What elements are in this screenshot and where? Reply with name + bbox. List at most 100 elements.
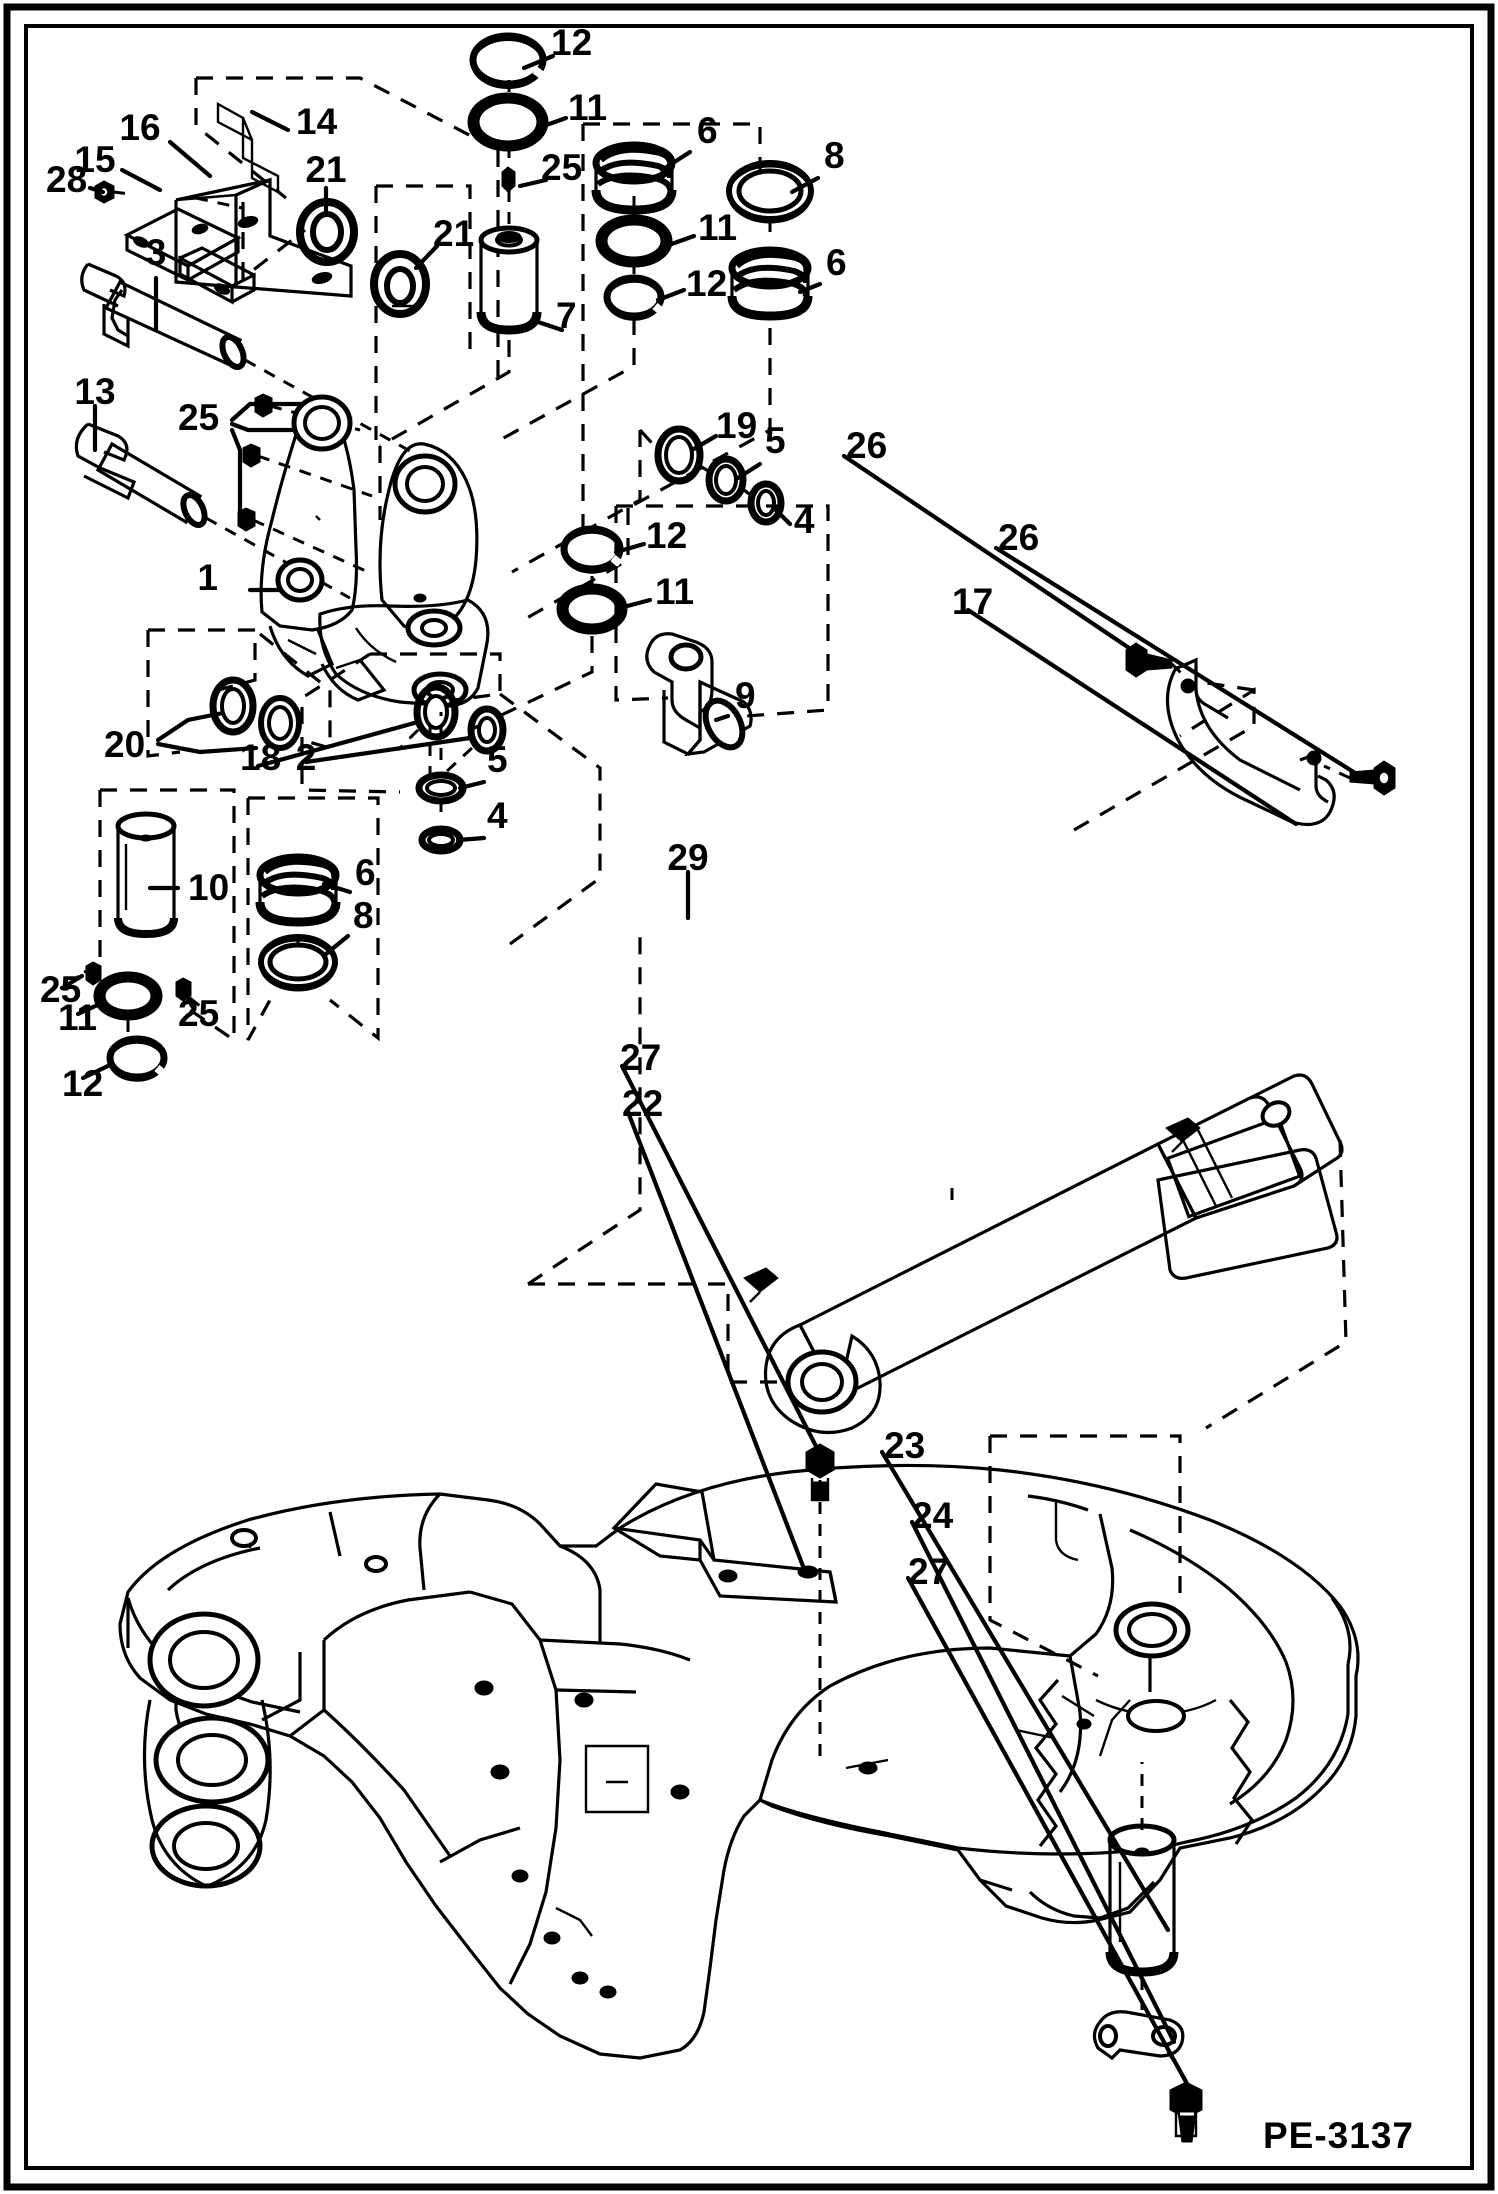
part-16-mount-bracket bbox=[174, 177, 353, 298]
callout-26a: 26 bbox=[846, 425, 887, 466]
callout-labels: 1 2 3 4 4 5 5 6 6 6 7 8 8 9 10 11 11 11 … bbox=[40, 22, 1039, 1592]
part-25-grease-fitting-top bbox=[501, 166, 516, 193]
part-4-washer-b bbox=[418, 825, 464, 855]
part-5-washer-b bbox=[415, 771, 467, 805]
part-17-guard-loop bbox=[1073, 642, 1396, 832]
callout-21a: 21 bbox=[305, 149, 346, 190]
callout-6b: 6 bbox=[826, 242, 847, 283]
part-18-washer bbox=[413, 683, 459, 741]
callout-5a: 5 bbox=[765, 420, 786, 461]
part-6-coil-bushing-a bbox=[591, 141, 677, 215]
callout-12b: 12 bbox=[686, 263, 727, 304]
part-19-washer bbox=[654, 425, 704, 485]
callout-8a: 8 bbox=[824, 135, 845, 176]
cylinder-body bbox=[743, 1073, 1344, 1435]
callout-8b: 8 bbox=[353, 895, 374, 936]
part-21-dust-seal-a bbox=[241, 188, 358, 282]
part-21-dust-seal-b bbox=[370, 184, 472, 440]
callout-24: 24 bbox=[912, 1495, 954, 1536]
callout-10: 10 bbox=[188, 867, 229, 908]
callout-23: 23 bbox=[884, 1425, 925, 1466]
callout-6c: 6 bbox=[355, 852, 376, 893]
callout-11a: 11 bbox=[568, 87, 607, 128]
part-26-bolt-b bbox=[1349, 760, 1396, 796]
part-25-fitting-3 bbox=[237, 507, 256, 532]
callout-9: 9 bbox=[735, 675, 756, 716]
part-25-fitting-2 bbox=[242, 443, 261, 468]
hose-clamp-bracket-group bbox=[94, 76, 500, 382]
callout-7: 7 bbox=[556, 295, 577, 336]
callout-1: 1 bbox=[197, 557, 218, 598]
callout-11b: 11 bbox=[698, 207, 737, 248]
thrust-washers-group bbox=[146, 628, 602, 946]
part-20-washer-a bbox=[209, 676, 257, 736]
part-2-washer bbox=[467, 705, 507, 755]
part-22-cover-plate bbox=[611, 1434, 1182, 1760]
part-11-o-ring-d bbox=[93, 971, 163, 1021]
callout-22: 22 bbox=[622, 1083, 663, 1124]
part-11-o-ring-c bbox=[556, 583, 628, 635]
callout-29: 29 bbox=[667, 837, 708, 878]
washer-stack-19-5-4 bbox=[511, 425, 785, 574]
part-20-washer-b bbox=[258, 695, 302, 751]
part-12-retaining-ring-d bbox=[106, 1035, 168, 1082]
part-25-fitting-lower-a bbox=[85, 961, 102, 986]
callout-12a: 12 bbox=[551, 22, 592, 63]
part-5-washer-a bbox=[705, 455, 747, 505]
callout-28: 28 bbox=[46, 159, 87, 200]
lower-pin-stack bbox=[66, 788, 380, 1082]
part-11-o-ring-b bbox=[595, 214, 673, 268]
part-24-pin-retainer bbox=[1092, 2010, 1185, 2061]
part-12-retaining-ring-top bbox=[469, 32, 547, 89]
swing-frame-main-casting bbox=[118, 1463, 1360, 2060]
callout-18: 18 bbox=[240, 737, 281, 778]
part-8-flat-ring-b bbox=[258, 934, 338, 992]
callout-25a: 25 bbox=[541, 147, 582, 188]
callout-13: 13 bbox=[74, 371, 115, 412]
callout-leaders bbox=[59, 53, 1363, 2103]
part-6-coil-bushing-c bbox=[255, 853, 341, 927]
callout-16: 16 bbox=[119, 107, 160, 148]
callout-12d: 12 bbox=[62, 1063, 103, 1104]
callout-25d: 25 bbox=[178, 993, 219, 1034]
part-25-fitting-1 bbox=[254, 393, 273, 418]
part-12-retaining-ring-c bbox=[560, 525, 624, 574]
part-27-bolt-b bbox=[1169, 2081, 1203, 2143]
callout-27b: 27 bbox=[908, 1551, 949, 1592]
callout-12c: 12 bbox=[646, 515, 687, 556]
pivot-pin-13 bbox=[74, 422, 351, 600]
callout-4b: 4 bbox=[487, 795, 508, 836]
part-23-cylinder-pin bbox=[1105, 1823, 1179, 1977]
part-7-bushing-sleeve bbox=[476, 225, 542, 335]
callout-15: 15 bbox=[74, 139, 115, 180]
callout-27a: 27 bbox=[620, 1037, 661, 1078]
upper-seal-stack bbox=[241, 32, 549, 520]
part-14-clamp-plate bbox=[216, 101, 280, 195]
part-6-coil-bushing-b bbox=[727, 246, 813, 321]
callout-2: 2 bbox=[296, 737, 317, 778]
callout-14: 14 bbox=[296, 101, 338, 142]
callout-19: 19 bbox=[716, 405, 757, 446]
page-border bbox=[3, 3, 1495, 2191]
callout-17: 17 bbox=[952, 581, 993, 622]
callout-11c: 11 bbox=[655, 571, 694, 612]
drawing-number: PE-3137 bbox=[1263, 2115, 1414, 2156]
callout-3: 3 bbox=[146, 232, 167, 273]
callout-21b: 21 bbox=[433, 213, 474, 254]
part-15-clamp-half bbox=[123, 207, 256, 305]
callout-25b: 25 bbox=[178, 397, 219, 438]
part-29-hydraulic-cylinder bbox=[527, 930, 1348, 1435]
right-bushing-stack bbox=[499, 122, 814, 624]
center-right-rings bbox=[469, 525, 628, 732]
part-4-washer-a bbox=[747, 480, 785, 526]
part-11-o-ring-top bbox=[467, 92, 549, 152]
pivot-pin-3 bbox=[80, 262, 431, 464]
callout-11d: 11 bbox=[58, 997, 97, 1038]
part-9-locking-pin bbox=[614, 504, 830, 757]
callout-5b: 5 bbox=[487, 739, 508, 780]
part-8-flat-ring-a bbox=[726, 160, 814, 240]
callout-26b: 26 bbox=[998, 517, 1039, 558]
callout-20: 20 bbox=[104, 724, 145, 765]
